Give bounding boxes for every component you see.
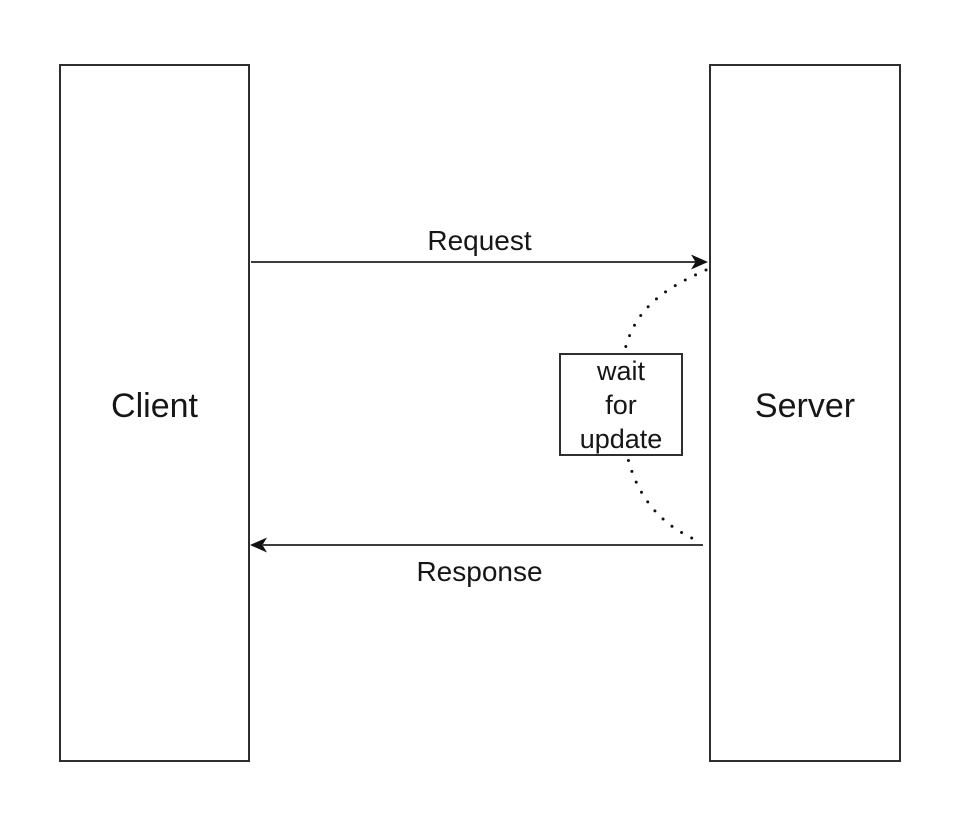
server-node: Server — [709, 64, 901, 762]
response-arrow-label: Response — [416, 556, 543, 587]
request-arrow-label: Request — [427, 225, 532, 256]
response-arrowhead — [250, 537, 267, 553]
wait-box-line-1: wait — [596, 355, 645, 386]
wait-box-line-2: for — [605, 389, 637, 420]
request-arrowhead — [691, 254, 708, 270]
server-node-label: Server — [754, 387, 856, 425]
wait-box-line-3: update — [579, 423, 663, 454]
wait-loop-dotted-arc — [619, 268, 708, 542]
client-node-label: Client — [111, 387, 198, 425]
client-node: Client — [59, 64, 250, 762]
wait-for-update-node: wait for update — [559, 353, 683, 456]
